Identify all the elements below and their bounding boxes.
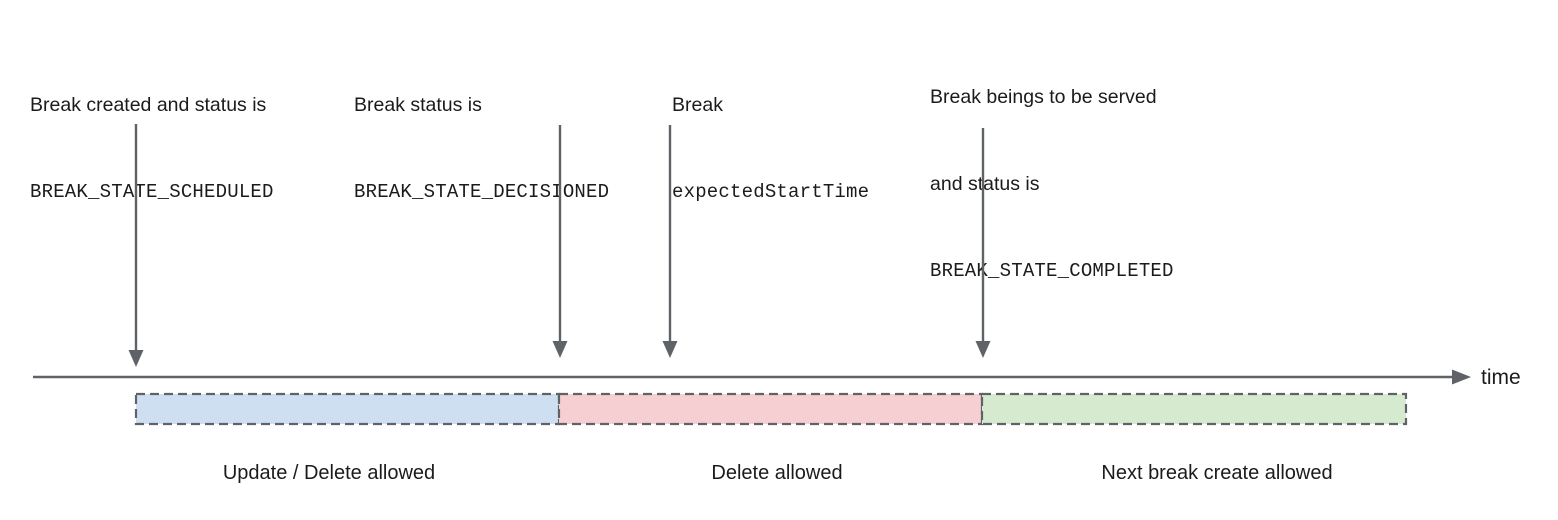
marker-label-line: expectedStartTime [672,181,870,203]
time-axis [33,369,1471,385]
marker-label-break-created: Break created and status is BREAK_STATE_… [30,33,274,265]
marker-label-line: and status is [930,173,1040,195]
marker-label-line: Break status is [354,94,482,116]
phase-caption-delete-allowed: Delete allowed [711,462,843,484]
time-axis-label: time [1481,366,1521,389]
marker-label-break-completed: Break beings to be served and status is … [930,25,1174,344]
marker-label-line: Break [672,94,723,116]
phase-caption-update-delete-allowed: Update / Delete allowed [222,462,436,484]
marker-arrow-expected-start-time [662,125,678,358]
marker-label-line: Break beings to be served [930,86,1157,108]
marker-label-line: BREAK_STATE_COMPLETED [930,260,1174,282]
marker-label-line: Break created and status is [30,94,267,116]
phase-bar-update-delete-allowed [134,392,561,426]
phase-bar-next-break-create-allowed [980,392,1408,426]
marker-label-line: BREAK_STATE_SCHEDULED [30,181,274,203]
marker-label-expected-start-time: Break expectedStartTime [672,33,869,265]
phase-bar-delete-allowed [557,392,984,426]
marker-label-break-decisioned: Break status is BREAK_STATE_DECISIONED [354,33,609,265]
marker-label-line: BREAK_STATE_DECISIONED [354,181,610,203]
marker-arrow-break-created [128,124,144,367]
marker-arrow-break-decisioned [552,125,568,358]
marker-arrow-break-completed [975,128,991,358]
phase-caption-next-break-create-allowed: Next break create allowed [1101,462,1333,484]
